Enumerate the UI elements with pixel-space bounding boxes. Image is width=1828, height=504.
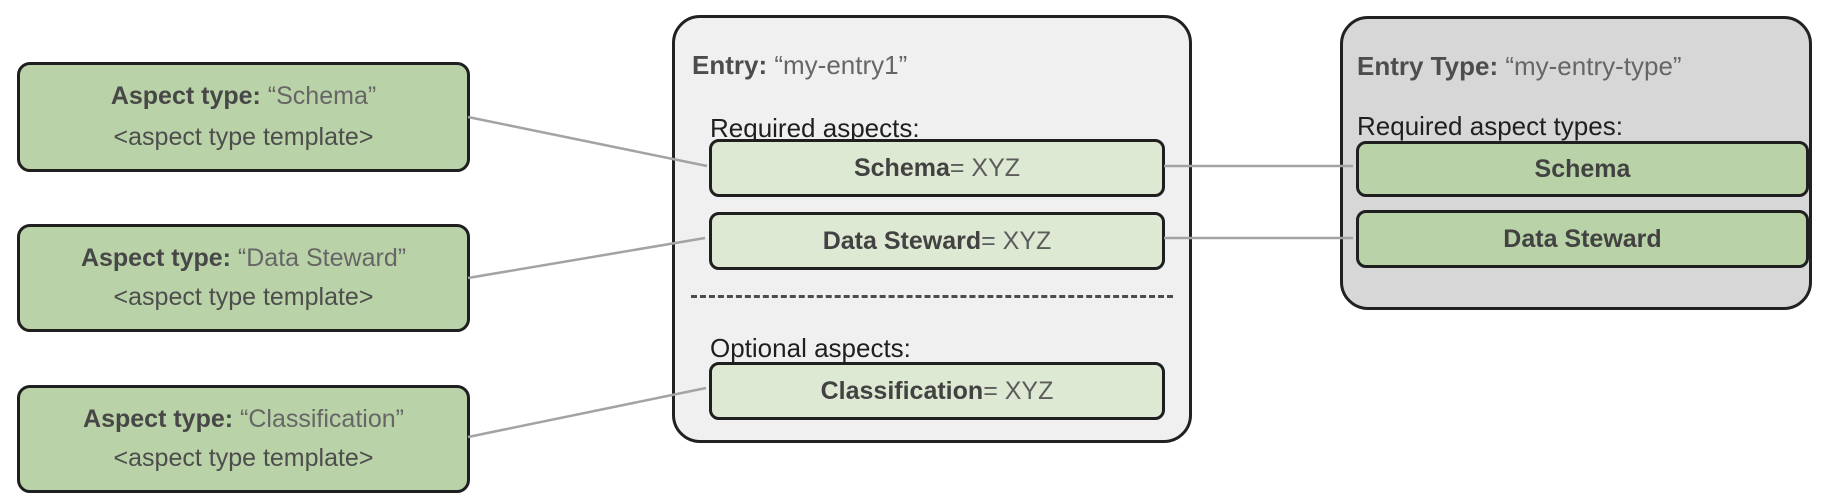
aspect-type-row-name: Data Steward xyxy=(1503,224,1662,253)
entry-card: Entry: “my-entry1” Required aspects: Sch… xyxy=(672,15,1192,443)
connector-line-classification-aspect xyxy=(467,386,707,439)
entry-name: “my-entry1” xyxy=(767,50,908,80)
aspect-row-data-steward: Data Steward = XYZ xyxy=(709,212,1165,270)
aspect-type-box-title: Aspect type: “Data Steward” xyxy=(81,244,406,273)
aspect-type-row-schema: Schema xyxy=(1356,141,1809,197)
entry-label: Entry: xyxy=(692,50,768,80)
entry-type-name: “my-entry-type” xyxy=(1498,51,1682,81)
aspect-row-classification: Classification = XYZ xyxy=(709,362,1165,420)
aspect-type-template: <aspect type template> xyxy=(113,283,374,312)
aspect-type-label: Aspect type: xyxy=(80,243,231,272)
aspect-row-name: Data Steward xyxy=(822,226,982,255)
aspect-type-row-name: Schema xyxy=(1534,154,1631,183)
required-optional-divider xyxy=(691,295,1173,298)
aspect-type-label: Aspect type: xyxy=(110,82,261,111)
required-aspects-label: Required aspects: xyxy=(710,113,920,143)
aspect-type-box-schema: Aspect type: “Schema” <aspect type templ… xyxy=(17,62,470,172)
aspect-type-name: “Data Steward” xyxy=(230,243,407,272)
aspect-row-value: = XYZ xyxy=(949,153,1021,182)
aspect-type-box-data-steward: Aspect type: “Data Steward” <aspect type… xyxy=(17,224,470,332)
required-aspect-types-label: Required aspect types: xyxy=(1357,111,1623,141)
aspect-type-template: <aspect type template> xyxy=(113,444,374,473)
aspect-type-row-data-steward: Data Steward xyxy=(1356,210,1809,268)
aspect-type-template: <aspect type template> xyxy=(113,122,374,151)
aspect-type-box-title: Aspect type: “Classification” xyxy=(83,405,404,434)
aspect-row-schema: Schema = XYZ xyxy=(709,139,1165,197)
aspect-type-box-classification: Aspect type: “Classification” <aspect ty… xyxy=(17,385,470,493)
aspect-type-box-title: Aspect type: “Schema” xyxy=(111,82,376,111)
aspect-type-name: “Schema” xyxy=(260,82,377,111)
entry-type-card-title: Entry Type: “my-entry-type” xyxy=(1357,51,1682,82)
aspect-row-value: = XYZ xyxy=(981,226,1052,255)
aspect-row-name: Schema xyxy=(853,153,950,182)
aspect-row-name: Classification xyxy=(820,376,984,405)
optional-aspects-label: Optional aspects: xyxy=(710,333,911,363)
entry-type-card: Entry Type: “my-entry-type” Required asp… xyxy=(1340,16,1812,310)
entry-type-label: Entry Type: xyxy=(1357,51,1499,81)
aspect-row-value: = XYZ xyxy=(983,376,1054,405)
aspect-type-name: “Classification” xyxy=(233,404,404,433)
entry-card-title: Entry: “my-entry1” xyxy=(692,50,907,81)
aspect-type-label: Aspect type: xyxy=(83,404,234,433)
connector-line-data-steward-aspect xyxy=(467,236,706,280)
